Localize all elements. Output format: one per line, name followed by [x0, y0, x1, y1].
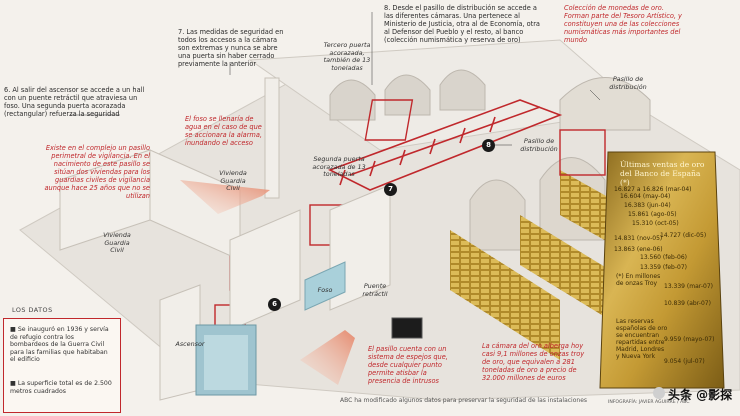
- label-vivienda-1: Vivienda Guardia Civil: [219, 169, 247, 193]
- gold-bar-title: Últimas ventas de oro del Banco de Españ…: [620, 160, 705, 187]
- gold-sale-row: 13.339 (mar-07): [664, 283, 713, 290]
- label-pasillo-top: Pasillo de distribución: [609, 75, 647, 91]
- gold-sale-row: 15.310 (oct-05): [632, 220, 679, 227]
- label-third-door: Tercero puerta acorazada, también de 13 …: [323, 41, 371, 72]
- gold-sale-row: 9.054 (jul-07): [664, 358, 705, 365]
- gold-sale-row: 16.604 (may-04): [620, 193, 671, 200]
- leader-lines: [70, 12, 601, 146]
- callout-8: 8. Desde el pasillo de distribución se a…: [384, 4, 540, 44]
- callout-perimetral: Existe en el complejo un pasillo perimet…: [44, 144, 150, 200]
- entry-arrow: [180, 180, 270, 214]
- gold-sale-row: 14.831 (nov-05): [614, 235, 663, 242]
- gold-bar: [599, 151, 725, 389]
- watermark: 头条 @影探: [668, 388, 733, 402]
- gold-note-reserves: Las reservas españolas de oro se encuent…: [616, 318, 668, 360]
- watermark-avatar-icon: [653, 387, 665, 399]
- step-6-marker: 6: [268, 298, 281, 311]
- callout-7: 7. Las medidas de seguridad en todos los…: [178, 28, 284, 68]
- gold-sale-row: 9.959 (mayo-07): [664, 336, 715, 343]
- gold-sale-row: 13.359 (feb-07): [640, 264, 687, 271]
- step-7-marker: 7: [384, 183, 397, 196]
- label-vivienda-2: Vivienda Guardia Civil: [103, 231, 131, 255]
- label-pasillo-mid: Pasillo de distribución: [520, 137, 558, 153]
- distribution-corridor: [327, 99, 563, 191]
- label-second-door: Segunda puerta acorazada de 13 toneladas: [312, 155, 366, 179]
- datos-title: LOS DATOS: [12, 306, 53, 314]
- label-foso: Foso: [317, 286, 333, 294]
- callout-6: 6. Al salir del ascensor se accede a un …: [4, 86, 145, 118]
- footer-note: ABC ha modificado algunos datos para pre…: [340, 397, 588, 404]
- label-puente: Puente retráctil: [362, 282, 388, 298]
- entry-arrow-lower: [300, 330, 355, 385]
- gold-sale-row: 16.383 (jun-04): [624, 202, 671, 209]
- datos-item-2: ■ La superficie total es de 2.500 metros…: [10, 380, 112, 395]
- datos-box: [3, 318, 121, 413]
- credit: INFOGRAFÍA: JAVIER AGUIRRE / ABC: [608, 400, 690, 405]
- callout-espejos: El pasillo cuenta con un sistema de espe…: [368, 345, 448, 385]
- moat: [304, 261, 346, 311]
- gold-sale-row: 13.560 (feb-06): [640, 254, 687, 261]
- elevator-shaft: [195, 324, 257, 396]
- vault-arches: [329, 69, 651, 251]
- step-8-marker: 8: [482, 139, 495, 152]
- gold-sale-row: 14.727 (dic-05): [660, 232, 707, 239]
- callout-coins: Colección de monedas de oro. Forman part…: [564, 4, 682, 44]
- label-ascensor: Ascensor: [175, 340, 205, 348]
- monitor-icon: [391, 317, 423, 339]
- walls: [59, 77, 391, 401]
- gold-note-unit: (*) En millones de onzas Troy: [616, 273, 661, 287]
- gold-sale-row: 13.863 (ene-06): [614, 246, 663, 253]
- callout-foso: El foso se llenaría de agua en el caso d…: [185, 115, 262, 147]
- datos-item-1: ■ Se inauguró en 1936 y servía de refugi…: [10, 326, 109, 364]
- callout-gold-room: La cámara del oro alberga hoy casi 9,1 m…: [482, 342, 585, 382]
- gold-sale-row: 15.861 (ago-05): [628, 211, 677, 218]
- gold-sale-row: 16.827 a 16.826 (mar-04): [614, 186, 692, 193]
- gold-sale-row: 10.839 (abr-07): [664, 300, 711, 307]
